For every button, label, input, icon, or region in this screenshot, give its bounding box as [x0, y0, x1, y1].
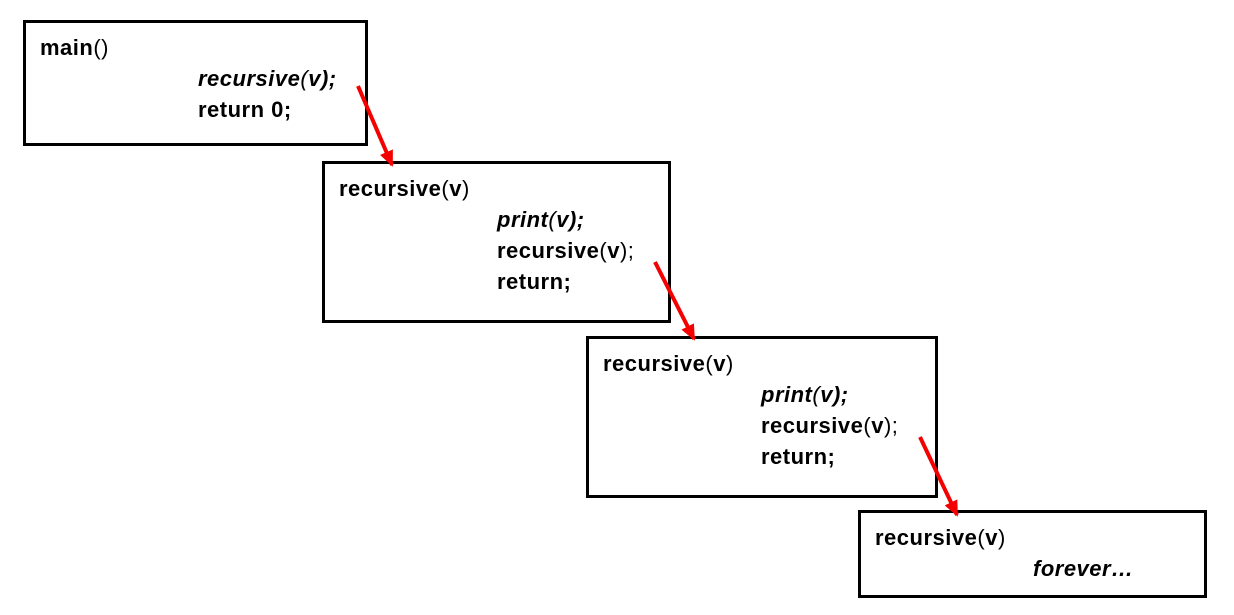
code-segment: ) [725, 351, 734, 376]
code-line: forever… [875, 553, 1198, 584]
code-line: return; [603, 441, 929, 472]
code-segment: ); [883, 413, 899, 438]
code-segment: v [985, 525, 998, 550]
code-segment: ( [441, 176, 450, 201]
code-segment: ( [599, 238, 608, 263]
code-segment: v [871, 413, 884, 438]
code-line: recursive(v); [603, 410, 929, 441]
stack-frame-recursive-forever: recursive(v) forever… [858, 510, 1207, 598]
code-segment: ) [997, 525, 1006, 550]
code-segment: return; [497, 269, 572, 294]
code-segment: ); [568, 207, 585, 232]
code-line: return 0; [40, 94, 359, 125]
code-segment: recursive [761, 413, 864, 438]
code-line: recursive(v) [603, 348, 929, 379]
code-segment: recursive [339, 176, 442, 201]
code-segment: ); [832, 382, 849, 407]
code-line: recursive(v) [875, 522, 1198, 553]
code-segment: print [761, 382, 813, 407]
code-segment: ( [863, 413, 872, 438]
stack-frame-recursive-2: recursive(v) print(v); recursive(v); ret… [586, 336, 938, 498]
code-segment: return; [761, 444, 836, 469]
code-segment: ( [812, 382, 821, 407]
code-segment: v [308, 66, 321, 91]
code-line: recursive(v); [40, 63, 359, 94]
code-segment: recursive [603, 351, 706, 376]
code-segment: v [449, 176, 462, 201]
code-segment: forever… [1033, 556, 1134, 581]
code-line: print(v); [603, 379, 929, 410]
code-line: main() [40, 32, 359, 63]
code-segment: ( [300, 66, 309, 91]
code-segment: v [713, 351, 726, 376]
code-segment: return 0; [198, 97, 292, 122]
code-segment: v [607, 238, 620, 263]
code-line: recursive(v) [339, 173, 662, 204]
code-segment: print [497, 207, 549, 232]
code-segment: ( [705, 351, 714, 376]
code-segment: recursive [875, 525, 978, 550]
code-segment: v [820, 382, 833, 407]
code-segment: ) [461, 176, 470, 201]
code-segment: recursive [198, 66, 301, 91]
code-segment: () [93, 35, 110, 60]
code-line: return; [339, 266, 662, 297]
code-line: print(v); [339, 204, 662, 235]
code-segment: v [556, 207, 569, 232]
stack-frame-recursive-1: recursive(v) print(v); recursive(v); ret… [322, 161, 671, 323]
code-segment: ( [548, 207, 557, 232]
stack-frame-main: main() recursive(v); return 0; [23, 20, 368, 146]
code-segment: ); [619, 238, 635, 263]
code-segment: ( [977, 525, 986, 550]
code-line: recursive(v); [339, 235, 662, 266]
code-segment: recursive [497, 238, 600, 263]
code-segment: ); [320, 66, 337, 91]
code-segment: main [40, 35, 94, 60]
